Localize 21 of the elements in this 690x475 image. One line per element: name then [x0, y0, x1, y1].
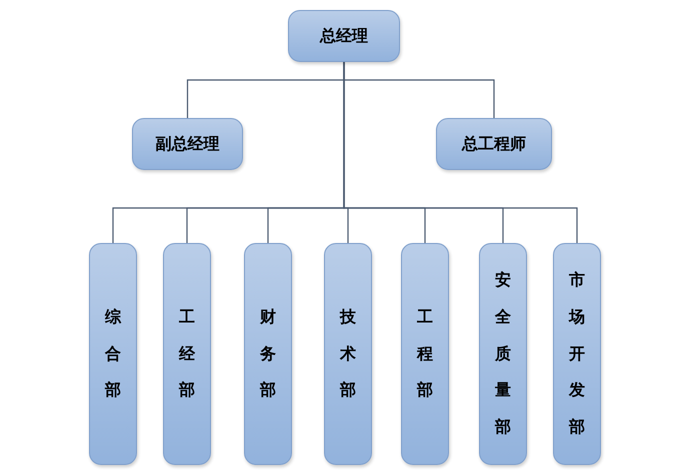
department-name: 安全质量部: [495, 269, 511, 438]
department-box: [324, 243, 372, 465]
department-box: [401, 243, 449, 465]
position-box: [288, 10, 400, 62]
department-name: 财务部: [260, 306, 276, 402]
department-name: 技术部: [340, 306, 356, 402]
department-box: [553, 243, 601, 465]
position-title: 副总经理: [156, 133, 220, 155]
position-box: [436, 118, 552, 170]
department-name: 市场开发部: [569, 269, 585, 438]
department-box: [244, 243, 292, 465]
position-title: 总经理: [320, 25, 368, 47]
connector-line: [343, 62, 578, 243]
position-title: 总工程师: [462, 133, 526, 155]
department-name: 综合部: [105, 306, 121, 402]
department-box: [479, 243, 527, 465]
department-box: [89, 243, 137, 465]
department-box: [163, 243, 211, 465]
department-name: 工程部: [417, 306, 433, 402]
department-name: 工经部: [179, 306, 195, 402]
position-box: [132, 118, 243, 170]
